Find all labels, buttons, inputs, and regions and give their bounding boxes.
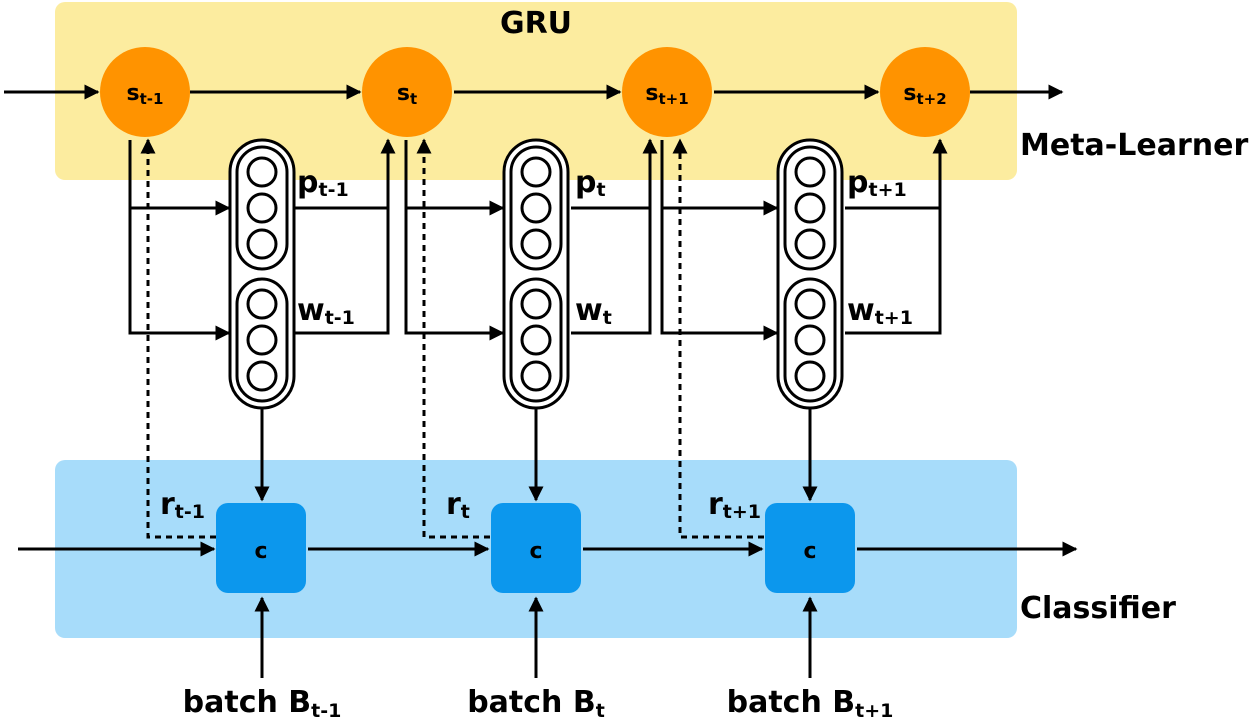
- batch-label: batch Bt-1: [183, 685, 342, 722]
- classifier-node: c: [216, 503, 306, 593]
- classifier-node: c: [765, 503, 855, 593]
- w-label: wt+1: [847, 293, 913, 329]
- svg-text:st+2: st+2: [903, 81, 946, 108]
- neuron: [246, 192, 278, 224]
- reward-feedback-arrow: [416, 138, 490, 539]
- neuron: [794, 156, 826, 188]
- reward-feedback-arrow: [140, 138, 216, 539]
- classifier-label: Classifier: [1020, 591, 1176, 626]
- neuron: [794, 228, 826, 260]
- parameter-stack: [776, 138, 844, 410]
- w-to-state-arrow: [295, 208, 390, 335]
- classifier-node: c: [491, 503, 581, 593]
- p-label: pt: [575, 165, 606, 201]
- w-to-state-arrow: [845, 208, 942, 335]
- neuron: [246, 288, 278, 320]
- neuron: [520, 288, 552, 320]
- meta-learner-label: Meta-Learner: [1020, 128, 1248, 163]
- neuron: [520, 228, 552, 260]
- parameter-stack: [502, 138, 570, 410]
- r-label: rt: [446, 487, 470, 523]
- svg-text:c: c: [254, 539, 267, 564]
- neuron: [246, 156, 278, 188]
- state-node: st+1: [622, 47, 712, 137]
- state-to-w-arrow: [660, 208, 779, 341]
- neuron: [520, 156, 552, 188]
- step-connections: [128, 138, 948, 678]
- r-label: rt+1: [708, 487, 761, 523]
- state-to-w-arrow: [128, 208, 231, 341]
- svg-text:c: c: [529, 539, 542, 564]
- batch-label: batch Bt+1: [727, 685, 894, 722]
- neuron: [520, 360, 552, 392]
- state-node: st+2: [880, 47, 970, 137]
- neuron: [246, 324, 278, 356]
- neuron: [246, 360, 278, 392]
- w-label: wt: [575, 293, 612, 329]
- state-node: st: [362, 47, 452, 137]
- p-label: pt-1: [297, 165, 349, 201]
- reward-feedback-arrow: [672, 138, 764, 539]
- w-to-state-arrow: [571, 208, 652, 335]
- svg-text:st: st: [397, 81, 417, 108]
- state-node: st-1: [100, 47, 190, 137]
- svg-text:c: c: [803, 539, 816, 564]
- svg-text:st+1: st+1: [645, 81, 688, 108]
- p-label: pt+1: [847, 165, 907, 201]
- w-label: wt-1: [297, 293, 355, 329]
- neuron: [794, 288, 826, 320]
- parameter-stack: [228, 138, 296, 410]
- neuron: [520, 192, 552, 224]
- neuron: [794, 192, 826, 224]
- batch-label: batch Bt: [467, 685, 605, 722]
- state-to-w-arrow: [404, 208, 505, 341]
- r-label: rt-1: [160, 487, 205, 523]
- neuron: [520, 324, 552, 356]
- neuron: [246, 228, 278, 260]
- gru-title: GRU: [500, 6, 572, 41]
- neuron: [794, 360, 826, 392]
- svg-text:st-1: st-1: [127, 81, 164, 108]
- neuron: [794, 324, 826, 356]
